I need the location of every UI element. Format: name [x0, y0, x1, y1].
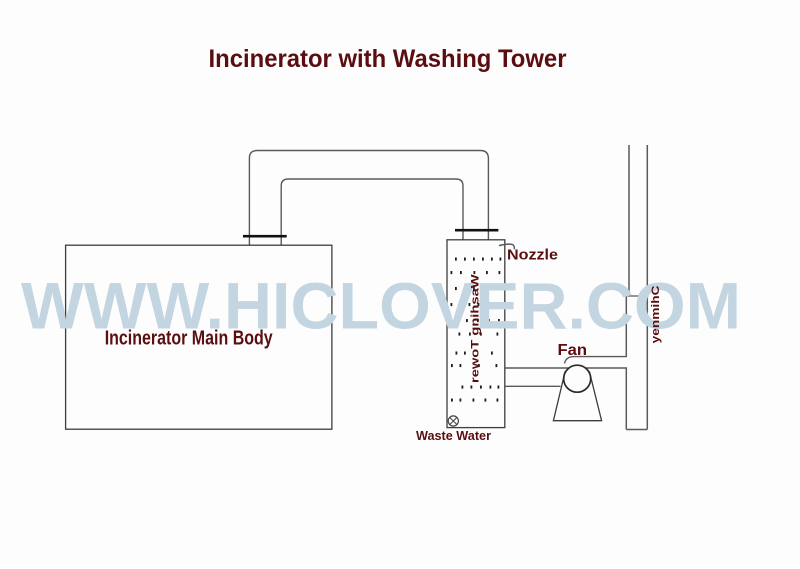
svg-text:C: C — [649, 285, 661, 295]
svg-text:Fan: Fan — [558, 342, 588, 359]
svg-text:n: n — [468, 318, 481, 327]
svg-text:s: s — [468, 296, 481, 304]
svg-text:Waste Water: Waste Water — [416, 428, 491, 443]
svg-text:h: h — [649, 295, 661, 303]
svg-text:WWW.HICLOVER.COM: WWW.HICLOVER.COM — [21, 268, 741, 342]
svg-text:a: a — [468, 288, 481, 297]
svg-text:e: e — [468, 369, 481, 377]
svg-text:w: w — [468, 357, 481, 370]
svg-text:Nozzle: Nozzle — [507, 247, 558, 264]
svg-text:y: y — [649, 336, 661, 344]
svg-text:W: W — [468, 274, 481, 288]
svg-text:Incinerator Main Body: Incinerator Main Body — [105, 328, 274, 350]
svg-text:g: g — [468, 327, 481, 336]
svg-text:T: T — [468, 340, 481, 349]
svg-text:o: o — [468, 349, 481, 358]
svg-text:m: m — [649, 307, 661, 319]
svg-text:e: e — [649, 328, 661, 336]
svg-text:n: n — [649, 320, 661, 328]
svg-text:h: h — [468, 305, 481, 314]
svg-text:i: i — [649, 304, 661, 308]
svg-text:i: i — [468, 314, 481, 318]
svg-text:r: r — [468, 377, 481, 383]
svg-text:Incinerator with Washing Tower: Incinerator with Washing Tower — [209, 45, 567, 73]
